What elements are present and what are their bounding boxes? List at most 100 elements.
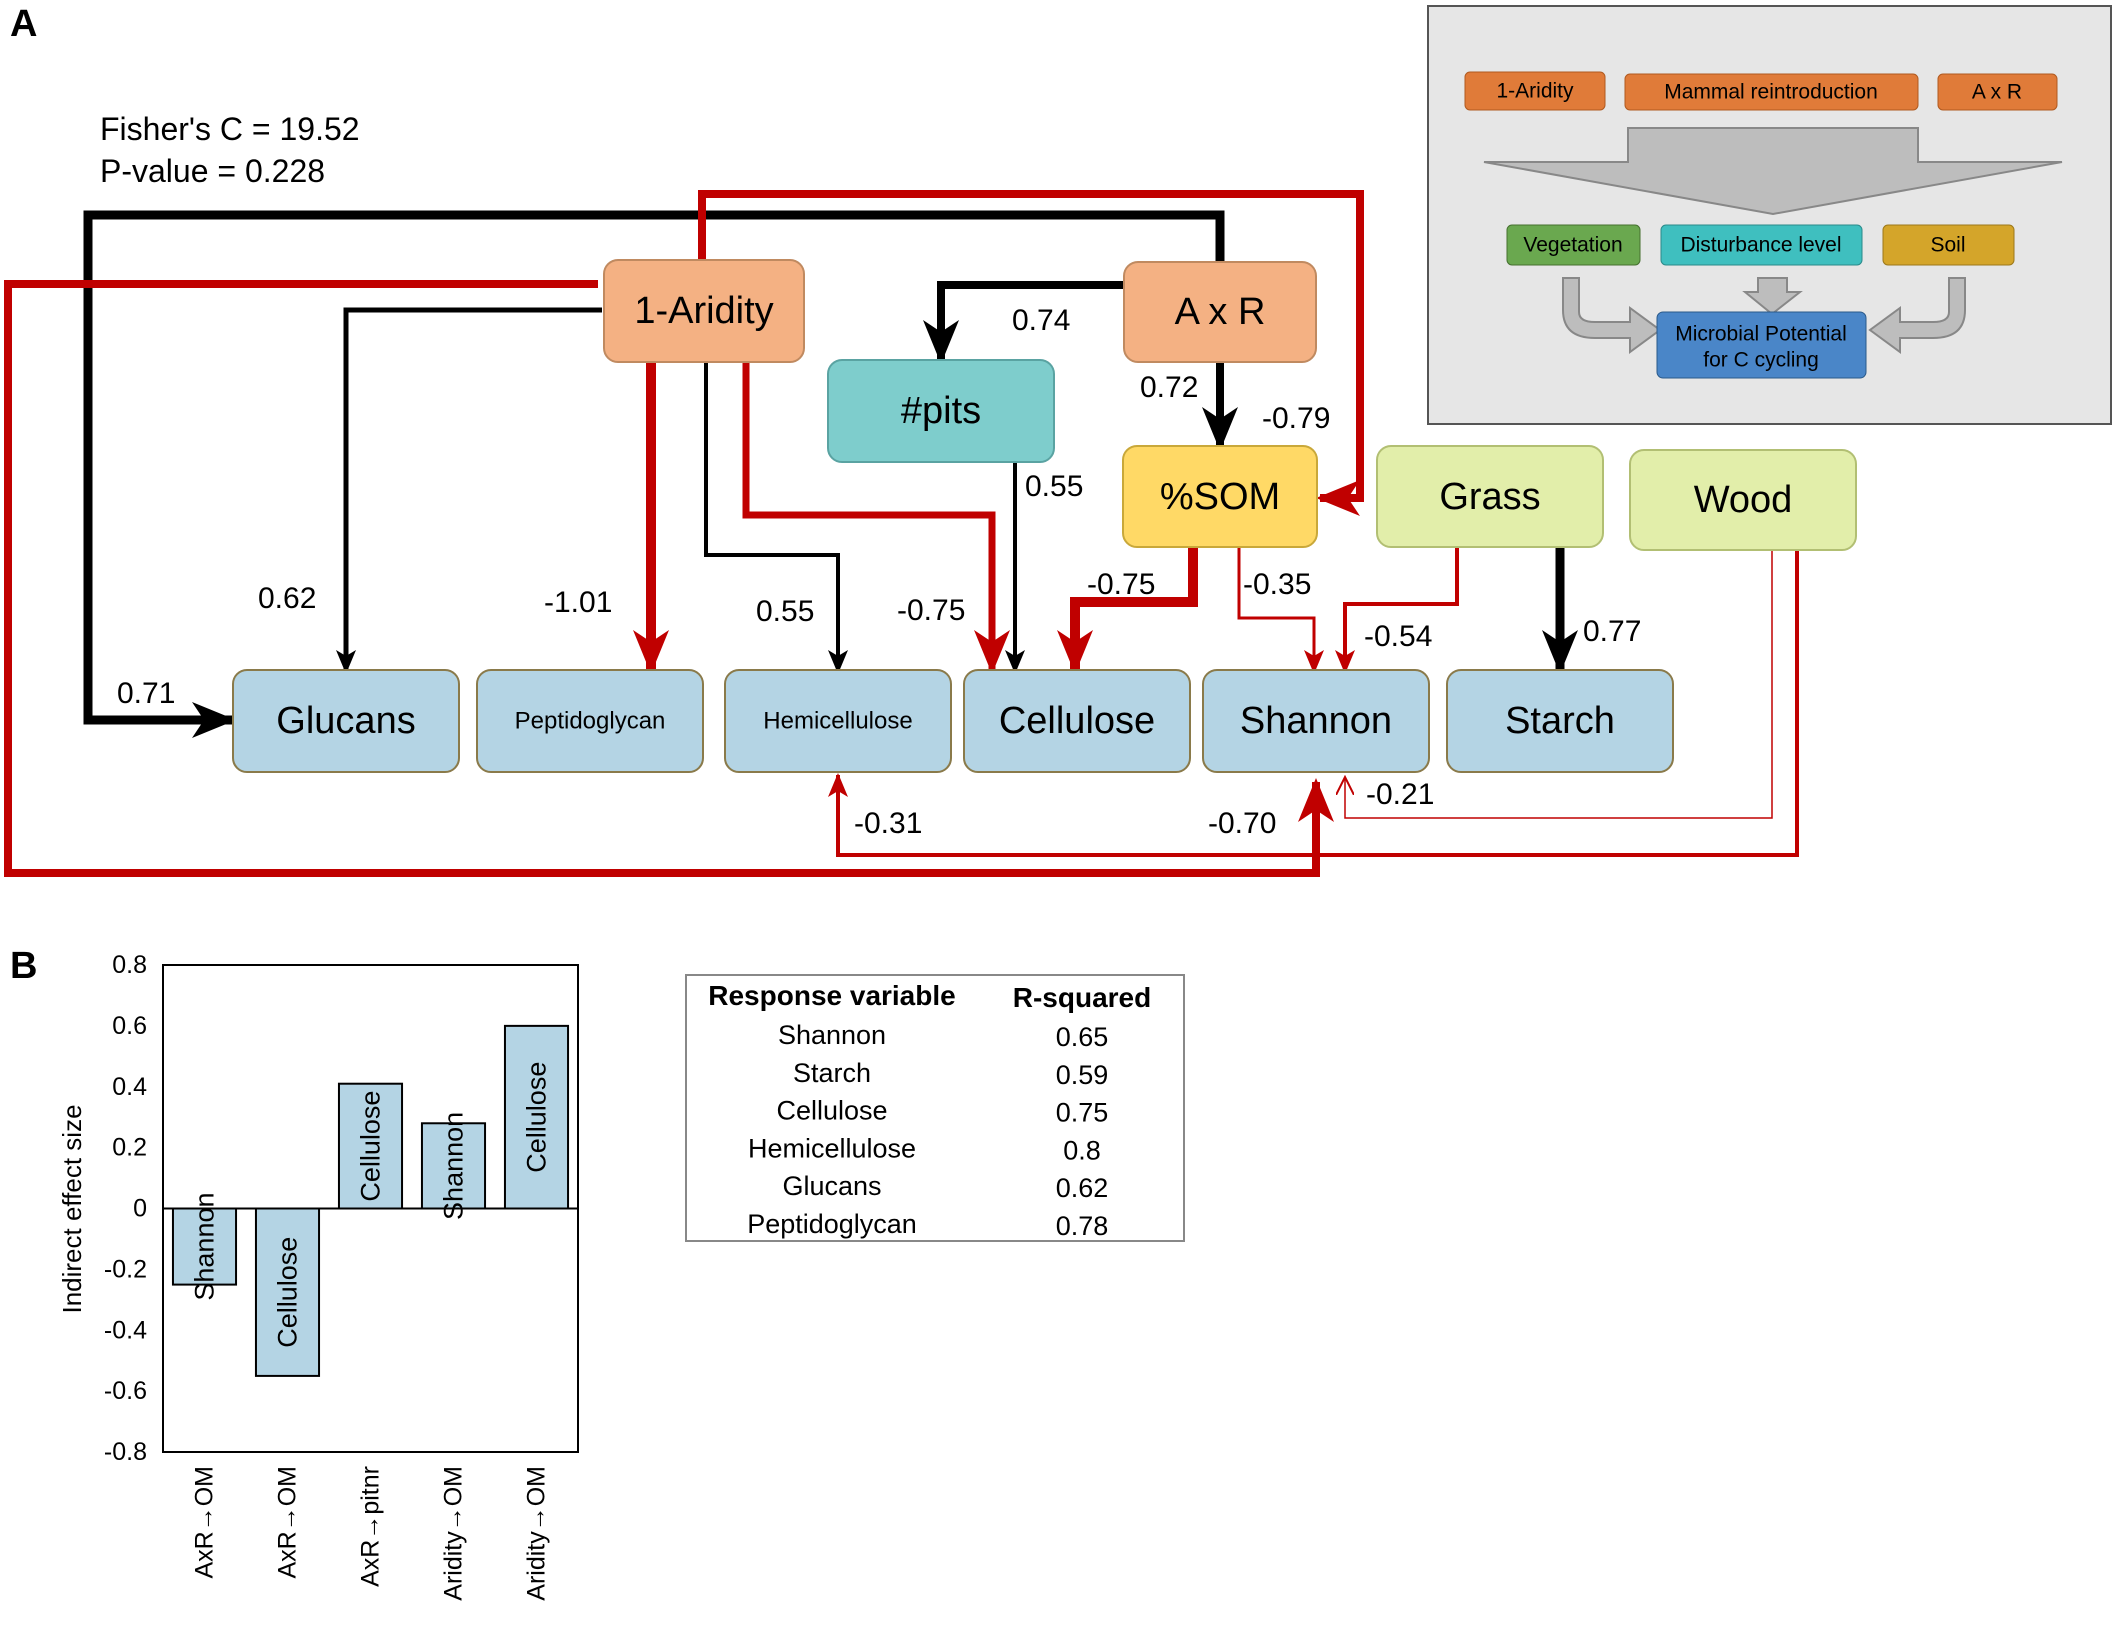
y-axis-ticks: 0.80.60.40.20-0.2-0.4-0.6-0.8 [104,951,147,1466]
legend-vegetation-label: Vegetation [1523,234,1622,257]
coef-som-cellulose: -0.75 [1087,568,1155,601]
y-tick-label: -0.8 [104,1438,147,1466]
coef-som-shannon: -0.35 [1243,568,1311,601]
coef-pits-cellulose: 0.55 [1025,470,1083,503]
node-cellulose: Cellulose [963,669,1191,773]
y-tick-label: 0.6 [112,1012,147,1040]
legend-box-mammal: Mammal reintroduction [1624,73,1919,111]
node-cellulose-label: Cellulose [999,700,1155,742]
y-tick-label: -0.4 [104,1316,147,1344]
path-edges [4,190,1799,877]
node-hemicellulose-label: Hemicellulose [763,708,912,735]
coef-grass-starch: 0.77 [1583,615,1641,648]
node-grass: Grass [1376,445,1604,548]
p-value-label: P-value = 0.228 [100,153,325,189]
legend-mammal-label: Mammal reintroduction [1664,81,1878,104]
coef-axr-pits: 0.74 [1012,304,1070,337]
table-cell-rsquared: 0.75 [1056,1098,1109,1128]
node-som-label: %SOM [1160,476,1280,518]
y-tick-label: -0.6 [104,1377,147,1405]
bar [254,1207,321,1377]
bar [337,1082,404,1210]
legend-box-vegetation: Vegetation [1506,224,1641,266]
legend-axr-label: A x R [1972,81,2022,104]
edge-axr-glucans [83,210,1225,738]
coef-aridity-cellulose: -0.75 [897,594,965,627]
table-cell-response: Glucans [782,1171,881,1201]
node-peptidoglycan-label: Peptidoglycan [515,708,666,735]
legend-box-disturbance: Disturbance level [1660,224,1863,266]
bar-label: Cellulose [273,1237,303,1348]
coef-wood-shannon: -0.21 [1366,778,1434,811]
coef-aridity-hemicellulose: 0.55 [756,595,814,628]
x-category-label: AxR→OM [191,1466,219,1579]
node-shannon-label: Shannon [1240,700,1392,742]
node-shannon: Shannon [1202,669,1430,773]
table-cell-response: Peptidoglycan [747,1209,917,1239]
node-wood: Wood [1629,449,1857,551]
bar-label: Shannon [190,1192,220,1300]
table-cell-rsquared: 0.8 [1063,1135,1101,1165]
node-axr-label: A x R [1175,291,1266,333]
coef-axr-som: 0.72 [1140,371,1198,404]
table-cell-response: Starch [793,1058,871,1088]
coef-wood-hemicellulose: -0.31 [854,807,922,840]
bar [503,1024,570,1210]
table-header-response: Response variable [708,980,955,1011]
node-aridity: 1-Aridity [603,259,805,363]
legend-disturbance-label: Disturbance level [1680,234,1841,257]
conceptual-legend: 1-Aridity Mammal reintroduction A x R Ve… [1427,5,2112,425]
panel-b-letter: B [10,945,37,987]
node-glucans: Glucans [232,669,460,773]
edge-aridity-cellulose [742,362,1010,674]
coef-aridity-som: -0.79 [1262,402,1330,435]
coef-aridity-shannon: -0.70 [1208,807,1276,840]
x-category-label: Aridity→OM [523,1466,551,1601]
table-cell-response: Cellulose [776,1096,887,1126]
table-cell-rsquared: 0.65 [1056,1022,1109,1052]
x-category-label: AxR→pitnr [357,1466,385,1587]
table-cell-rsquared: 0.59 [1056,1060,1109,1090]
node-peptidoglycan: Peptidoglycan [476,669,704,773]
edge-axr-pits [923,281,1124,364]
y-tick-label: 0.2 [112,1134,147,1162]
y-tick-label: 0.8 [112,951,147,979]
edge-wood-hemicellulose [828,550,1799,857]
y-tick-label: 0 [133,1195,147,1223]
node-pits-label: #pits [901,390,981,432]
table-header-rsquared: R-squared [1013,982,1151,1013]
edge-aridity-hemicellulose [704,362,848,674]
y-axis-label: Indirect effect size [57,1104,87,1313]
legend-microbial-line1: Microbial Potential [1675,323,1847,346]
table-cell-rsquared: 0.78 [1056,1211,1109,1241]
panel-a-letter: A [10,3,37,45]
edge-som-cellulose [1057,547,1198,674]
node-starch: Starch [1446,669,1674,773]
table-cell-rsquared: 0.62 [1056,1173,1109,1203]
edge-aridity-shannon [4,280,1334,877]
legend-aridity-label: 1-Aridity [1496,80,1574,103]
coef-aridity-glucans: 0.62 [258,582,316,615]
bar-label: Shannon [439,1112,469,1220]
edge-grass-shannon [1335,547,1459,674]
node-grass-label: Grass [1439,476,1540,518]
legend-box-aridity: 1-Aridity [1464,71,1606,111]
bar-label: Cellulose [356,1091,386,1202]
coef-aridity-peptidoglycan: -1.01 [544,586,612,619]
x-category-label: Aridity→OM [440,1466,468,1601]
legend-box-microbial: Microbial Potential for C cycling [1656,311,1867,379]
legend-box-axr: A x R [1937,73,2058,111]
legend-arrow-right [1868,277,1966,354]
legend-funnel-arrow [1483,127,2063,216]
edge-som-shannon [1237,547,1324,674]
node-axr: A x R [1123,261,1317,363]
edge-aridity-som [698,190,1364,516]
node-starch-label: Starch [1505,700,1615,742]
legend-microbial-line2: for C cycling [1703,349,1819,372]
